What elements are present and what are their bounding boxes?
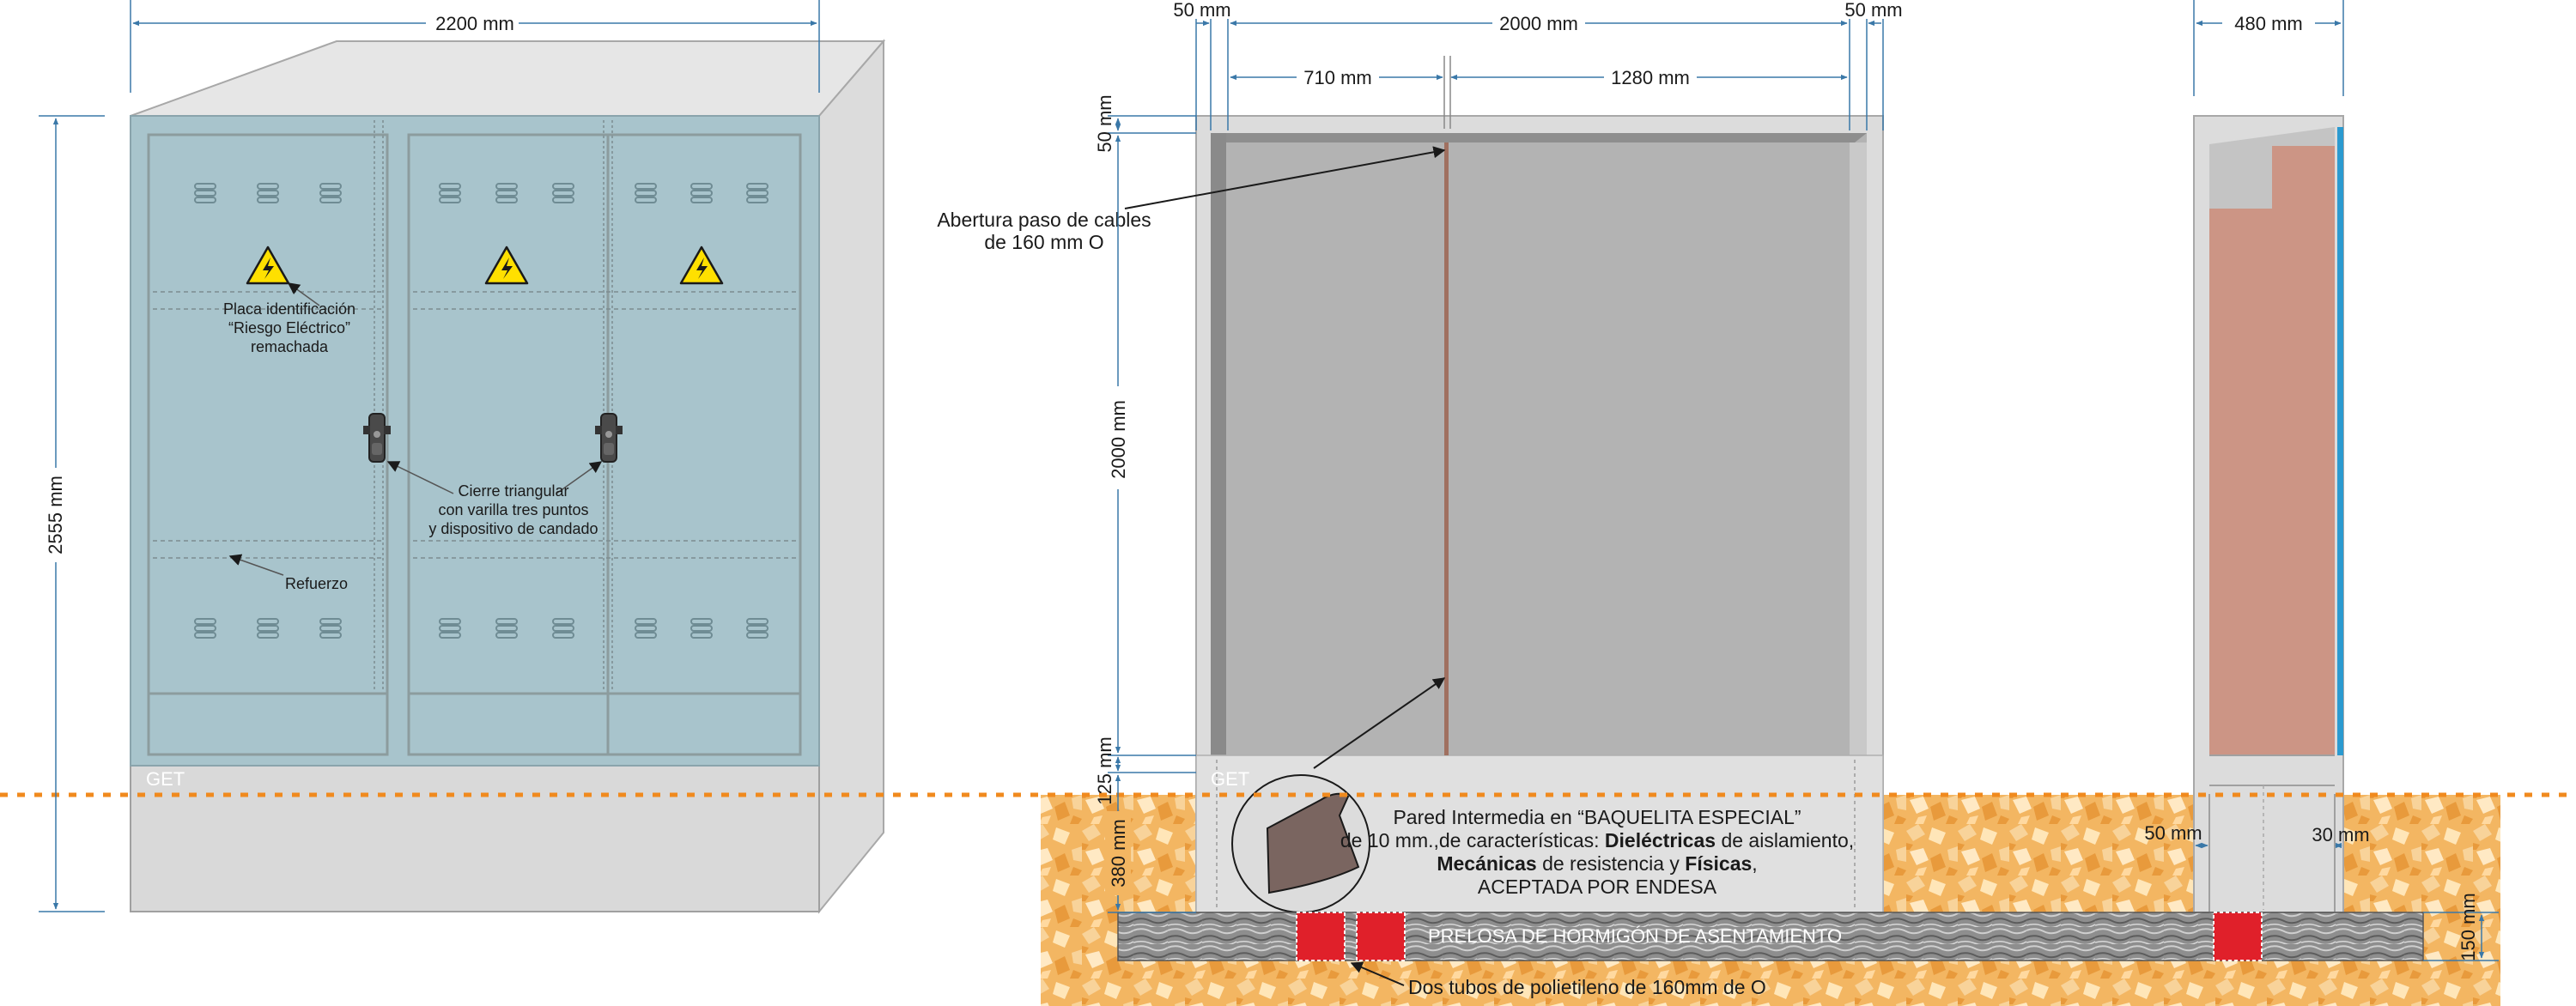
partition-wall <box>1444 142 1449 755</box>
reinforcement-lines <box>153 291 796 559</box>
side-left-wall-label: 50 mm <box>2144 822 2202 844</box>
section-interior <box>1211 133 1867 755</box>
partition-note-line-3: Mecánicas de resistencia y Físicas, <box>1437 852 1757 875</box>
interior-left-shadow <box>1211 133 1226 755</box>
slab-thickness-label: 150 mm <box>2458 893 2479 961</box>
front-brand-label: GET <box>146 768 185 790</box>
partition-note-line-1: Pared Intermedia en “BAQUELITA ESPECIAL” <box>1393 806 1801 828</box>
lock-note-line-2: con varilla tres puntos <box>438 501 588 518</box>
slab-label: PRELOSA DE HORMIGÓN DE ASENTAMIENTO <box>1428 925 1842 947</box>
reinforcement-note: Refuerzo <box>285 575 348 592</box>
cable-opening-arrow <box>1124 146 1446 209</box>
cable-opening-note-line-2: de 160 mm O <box>984 231 1103 253</box>
tubes-arrow <box>1350 961 1405 986</box>
door-left <box>147 133 389 756</box>
polyethylene-tube <box>1296 912 1346 961</box>
side-partition <box>2209 146 2335 755</box>
section-brand-label: GET <box>1211 768 1249 790</box>
housing-top-face <box>130 40 886 117</box>
left-compartment-label: 710 mm <box>1303 67 1371 88</box>
section-interior-width-label: 2000 mm <box>1499 13 1578 34</box>
lock-note-line-3: y dispositivo de candado <box>428 520 598 537</box>
interior-right-wall <box>1850 142 1867 755</box>
side-door-edge <box>2337 127 2343 755</box>
tubes-note: Dos tubos de polietileno de 160mm de O <box>1408 976 1766 998</box>
top-wall-label: 50 mm <box>1094 94 1115 152</box>
cable-opening-note-line-1: Abertura paso de cables <box>937 209 1151 231</box>
warning-note-line-3: remachada <box>251 338 329 355</box>
housing-side-face <box>818 39 884 914</box>
door-hinge-lines <box>374 120 613 691</box>
side-depth-label: 480 mm <box>2234 13 2302 34</box>
partition-material-detail <box>1231 677 1446 913</box>
partition-note-line-4: ACEPTADA POR ENDESA <box>1478 876 1717 898</box>
section-floor-dashes <box>1216 760 1856 910</box>
housing-base <box>130 765 820 912</box>
base-height-label: 380 mm <box>1108 819 1129 887</box>
warning-note-line-1: Placa identificación <box>223 300 355 318</box>
section-left-wall-label: 50 mm <box>1173 0 1230 21</box>
right-compartment-label: 1280 mm <box>1611 67 1690 88</box>
polyethylene-tube <box>2213 912 2263 961</box>
polyethylene-tube <box>1356 912 1406 961</box>
side-view <box>2193 115 2344 913</box>
interior-top-shadow <box>1211 133 1867 142</box>
dimension-labels: 2200 mm 2555 mm 50 mm 2000 mm 50 mm 710 … <box>43 0 2479 961</box>
front-height-label: 2555 mm <box>45 476 66 555</box>
partition-note-line-2: de 10 mm.,de características: Dieléctric… <box>1340 829 1854 851</box>
section-right-wall-label: 50 mm <box>1844 0 1902 21</box>
lock-note-line-1: Cierre triangular <box>458 482 568 500</box>
front-annotations: Placa identificación “Riesgo Eléctrico” … <box>223 282 603 592</box>
front-width-label: 2200 mm <box>435 13 514 34</box>
interior-height-label: 2000 mm <box>1108 400 1129 479</box>
warning-note-line-2: “Riesgo Eléctrico” <box>228 319 350 336</box>
floor-thickness-label: 125 mm <box>1094 736 1115 804</box>
partition-note: Pared Intermedia en “BAQUELITA ESPECIAL”… <box>1340 806 1854 898</box>
side-right-wall-label: 30 mm <box>2312 824 2369 845</box>
door-panel <box>130 115 820 767</box>
front-view: GET Placa identificación “Riesgo Eléctri… <box>130 39 886 914</box>
section-view: GET Abertura paso de cables de 160 mm O … <box>937 115 1884 913</box>
